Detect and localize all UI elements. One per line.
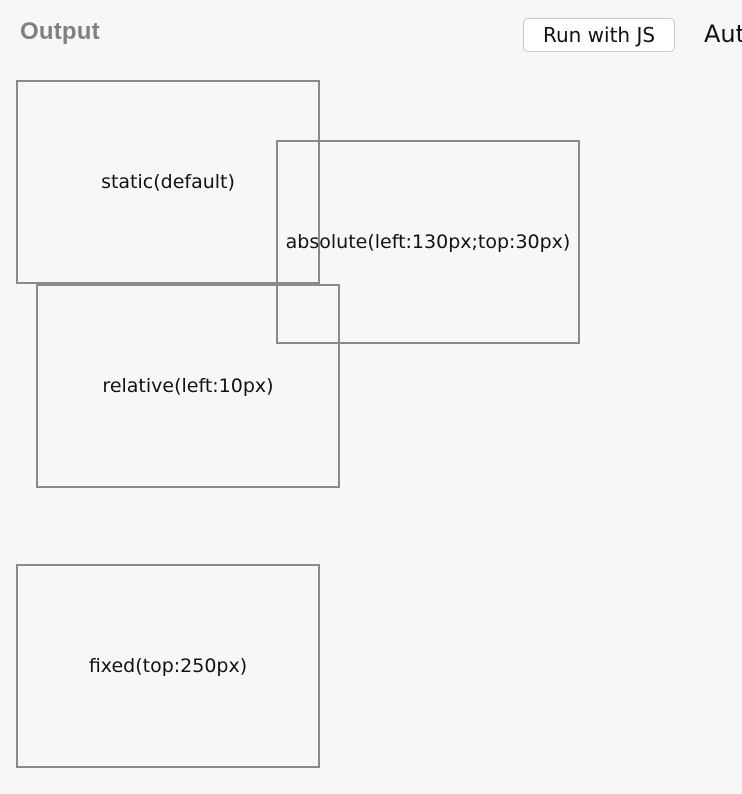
fixed-box-label: fixed(top:250px) [88,655,248,677]
static-box-label: static(default) [101,171,235,193]
run-with-js-button[interactable]: Run with JS [523,18,675,52]
static-box: static(default) [16,80,320,284]
relative-box: relative(left:10px) [36,284,340,488]
output-title: Output [20,18,100,45]
absolute-box: absolute(left:130px;top:30px) [276,140,580,344]
absolute-box-label: absolute(left:130px;top:30px) [285,231,571,253]
relative-box-label: relative(left:10px) [102,375,274,397]
fixed-box: fixed(top:250px) [16,564,320,768]
auto-run-label[interactable]: Aut [704,20,742,48]
